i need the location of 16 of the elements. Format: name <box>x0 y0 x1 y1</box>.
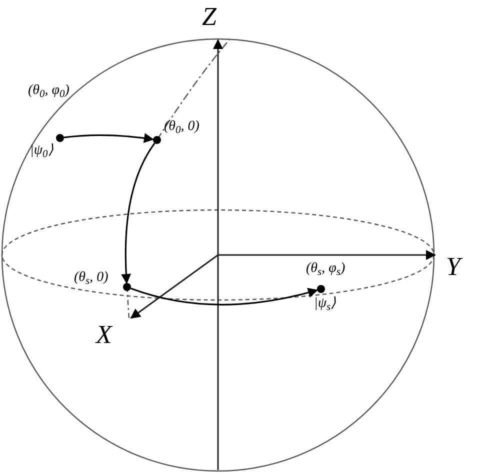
state-label: (θ$_{0}$, 0) <box>164 120 200 134</box>
axis-label: Y <box>446 254 460 280</box>
state-point <box>153 136 161 144</box>
state-point <box>123 283 131 291</box>
arrow <box>130 288 318 306</box>
arrow <box>64 133 154 144</box>
state-label: (θ$_{s}$, 0) <box>74 271 108 285</box>
state-point <box>56 134 64 142</box>
state-label: |ψ$_{s}$⟩ <box>314 297 336 311</box>
state-label: (θ$_{s}$, φ$_{s}$) <box>306 262 346 276</box>
state-point <box>317 285 325 293</box>
axis-label: Z <box>202 4 216 30</box>
state-label: (θ$_{0}$, φ$_{0}$) <box>28 84 70 98</box>
arrow <box>121 142 156 284</box>
axis-label: X <box>96 322 112 348</box>
state-label: |ψ$_{0}$⟩ <box>30 144 53 158</box>
